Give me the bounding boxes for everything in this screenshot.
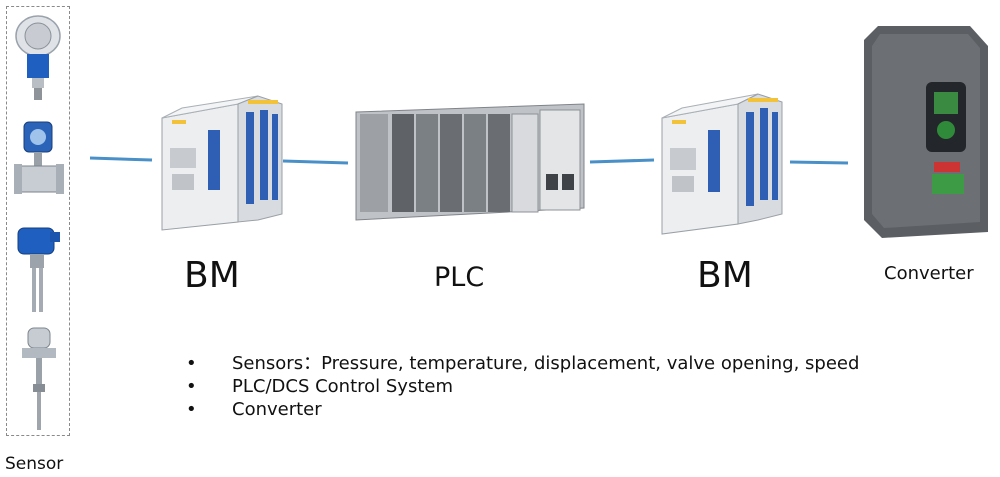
list-item: • Converter <box>186 398 859 421</box>
bm-right-label: BM <box>697 255 753 296</box>
plc-label: PLC <box>434 262 485 293</box>
list-item: • Sensors：Pressure, temperature, displace… <box>186 352 859 375</box>
plc-rack-icon <box>355 103 585 221</box>
isolator-module-icon <box>161 95 283 231</box>
bullet-marker: • <box>186 399 197 420</box>
bm-left-label: BM <box>184 255 240 296</box>
sensor-group-frame <box>6 6 70 436</box>
bullet-marker: • <box>186 376 197 397</box>
bullet-text: Sensors：Pressure, temperature, displacem… <box>232 353 860 374</box>
bullet-text: PLC/DCS Control System <box>232 376 454 397</box>
frequency-converter-icon <box>864 26 988 238</box>
bullet-text: Converter <box>232 399 322 420</box>
sensor-label: Sensor <box>5 454 64 474</box>
level-switch-icon <box>17 227 60 312</box>
flow-meter-icon <box>14 121 64 194</box>
bullet-list: • Sensors：Pressure, temperature, displace… <box>186 352 859 421</box>
converter-label: Converter <box>884 263 974 284</box>
list-item: • PLC/DCS Control System <box>186 375 859 398</box>
isolator-module-icon <box>661 93 783 235</box>
pressure-transmitter-icon <box>15 15 61 100</box>
bullet-marker: • <box>186 353 197 374</box>
temperature-sensor-icon <box>22 327 56 430</box>
